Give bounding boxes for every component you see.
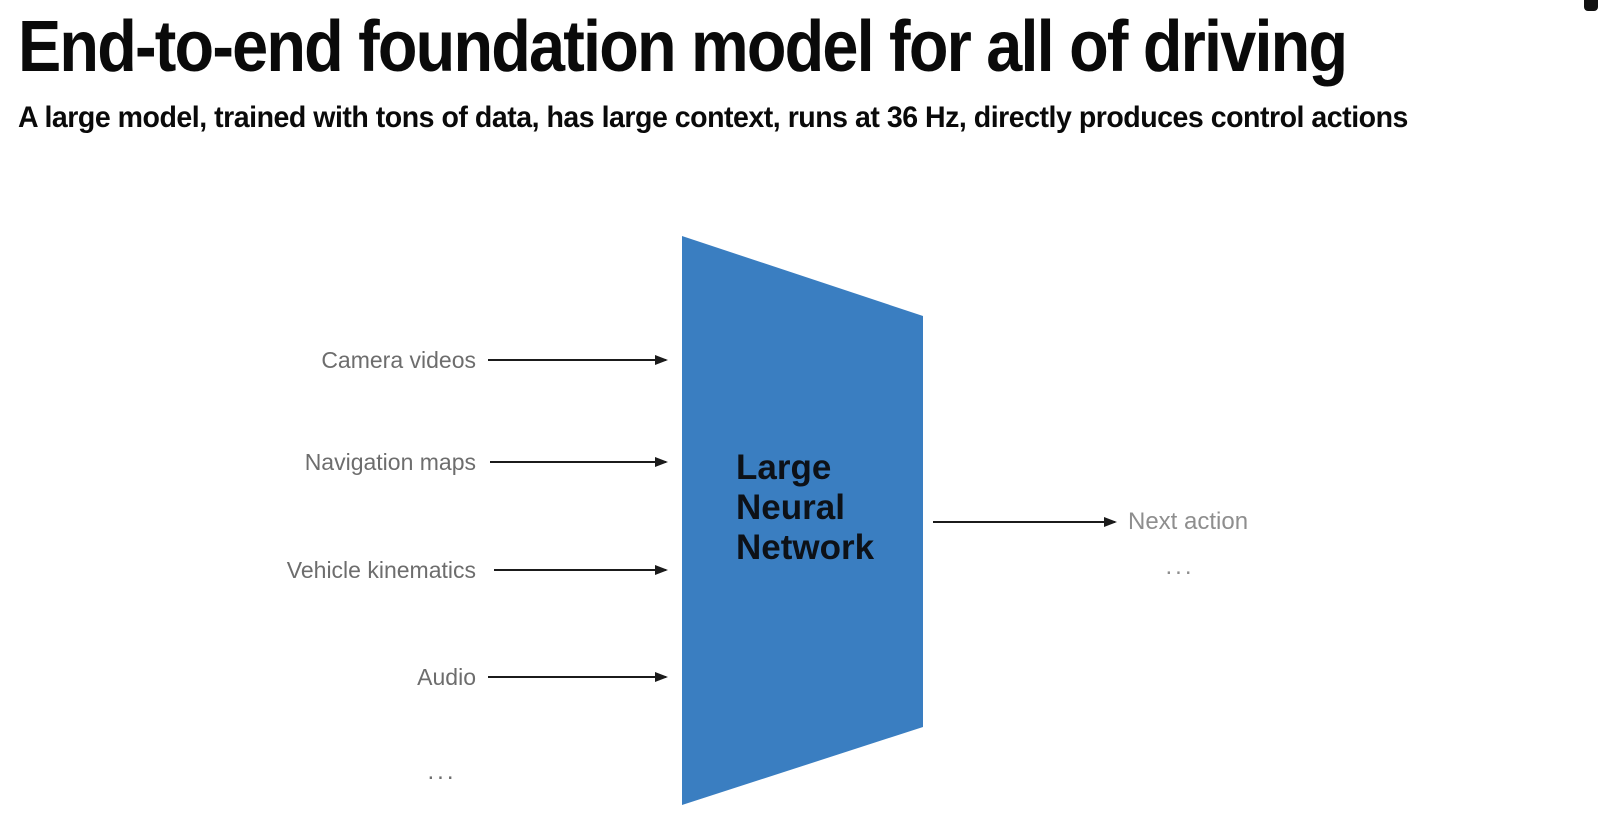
corner-artifact <box>1584 0 1598 11</box>
inputs-more-ellipsis: ... <box>427 758 457 785</box>
neural-network-trapezoid <box>682 236 923 805</box>
neural-network-label: Large Neural Network <box>736 448 875 567</box>
input-label-camera-videos: Camera videos <box>321 347 476 373</box>
slide-subtitle: A large model, trained with tons of data… <box>18 101 1408 134</box>
output-label-next-action: Next action <box>1128 508 1249 535</box>
input-label-vehicle-kinematics: Vehicle kinematics <box>286 557 476 583</box>
slide-title: End-to-end foundation model for all of d… <box>18 7 1348 87</box>
input-label-audio: Audio <box>417 664 476 690</box>
input-label-navigation-maps: Navigation maps <box>304 449 476 475</box>
output-more-ellipsis: ... <box>1165 553 1195 580</box>
